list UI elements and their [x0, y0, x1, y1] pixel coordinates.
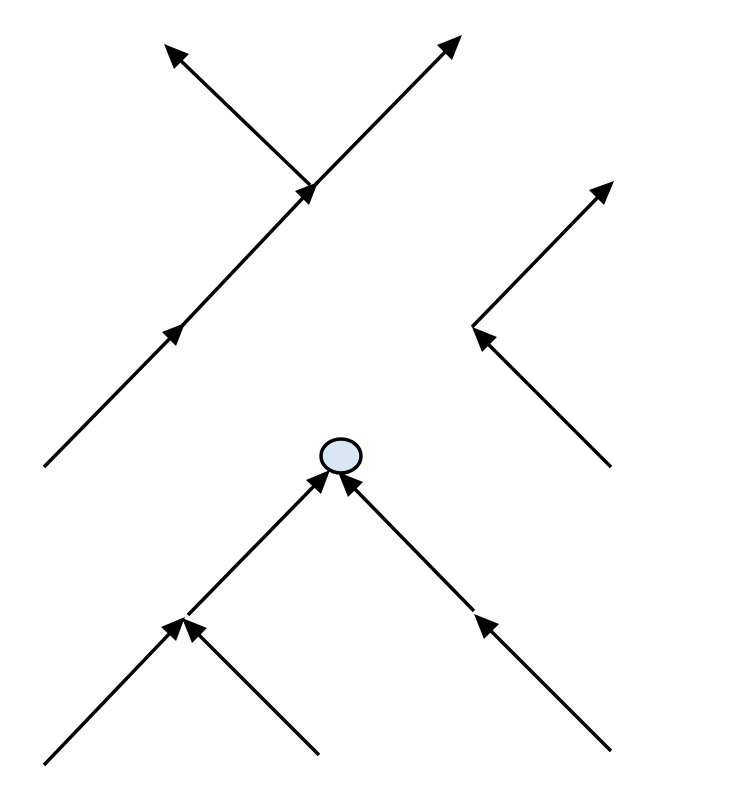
arrowhead-lower-middle-incoming: [182, 618, 207, 643]
edge-right-v-outgoing: [470, 181, 614, 329]
arrowhead-right-v-incoming: [472, 327, 497, 352]
arrowhead-right-v-outgoing: [589, 181, 614, 205]
edge-right-to-vertex: [338, 472, 476, 613]
edge-right-v-incoming: [472, 327, 613, 469]
edge-long-diagonal-lower: [42, 321, 187, 469]
arrowhead-lower-right-incoming: [474, 614, 499, 639]
vertex-node: [319, 437, 363, 475]
edge-long-diagonal-upper: [311, 35, 462, 189]
arrowhead-right-to-vertex: [338, 472, 363, 497]
edge-lower-left-incoming: [42, 617, 185, 767]
arrowhead-left-to-vertex: [306, 470, 330, 494]
edge-lower-right-incoming: [474, 614, 613, 753]
arrowhead-mid-1: [162, 323, 185, 346]
edge-long-diagonal-middle: [178, 180, 320, 330]
arrowhead-lower-left-incoming: [161, 617, 185, 641]
edge-left-to-vertex: [186, 470, 330, 617]
arrowhead-top-left: [164, 44, 189, 69]
edge-lower-middle-incoming: [182, 618, 321, 757]
right-v-diagram: [470, 181, 614, 469]
lower-vertex-tree-diagram: [42, 437, 613, 767]
edge-branch-up-left: [164, 44, 312, 187]
arrowhead-top-right: [437, 35, 462, 60]
upper-left-crossing-diagram: [42, 35, 462, 469]
arrowhead-mid-2: [295, 182, 318, 205]
